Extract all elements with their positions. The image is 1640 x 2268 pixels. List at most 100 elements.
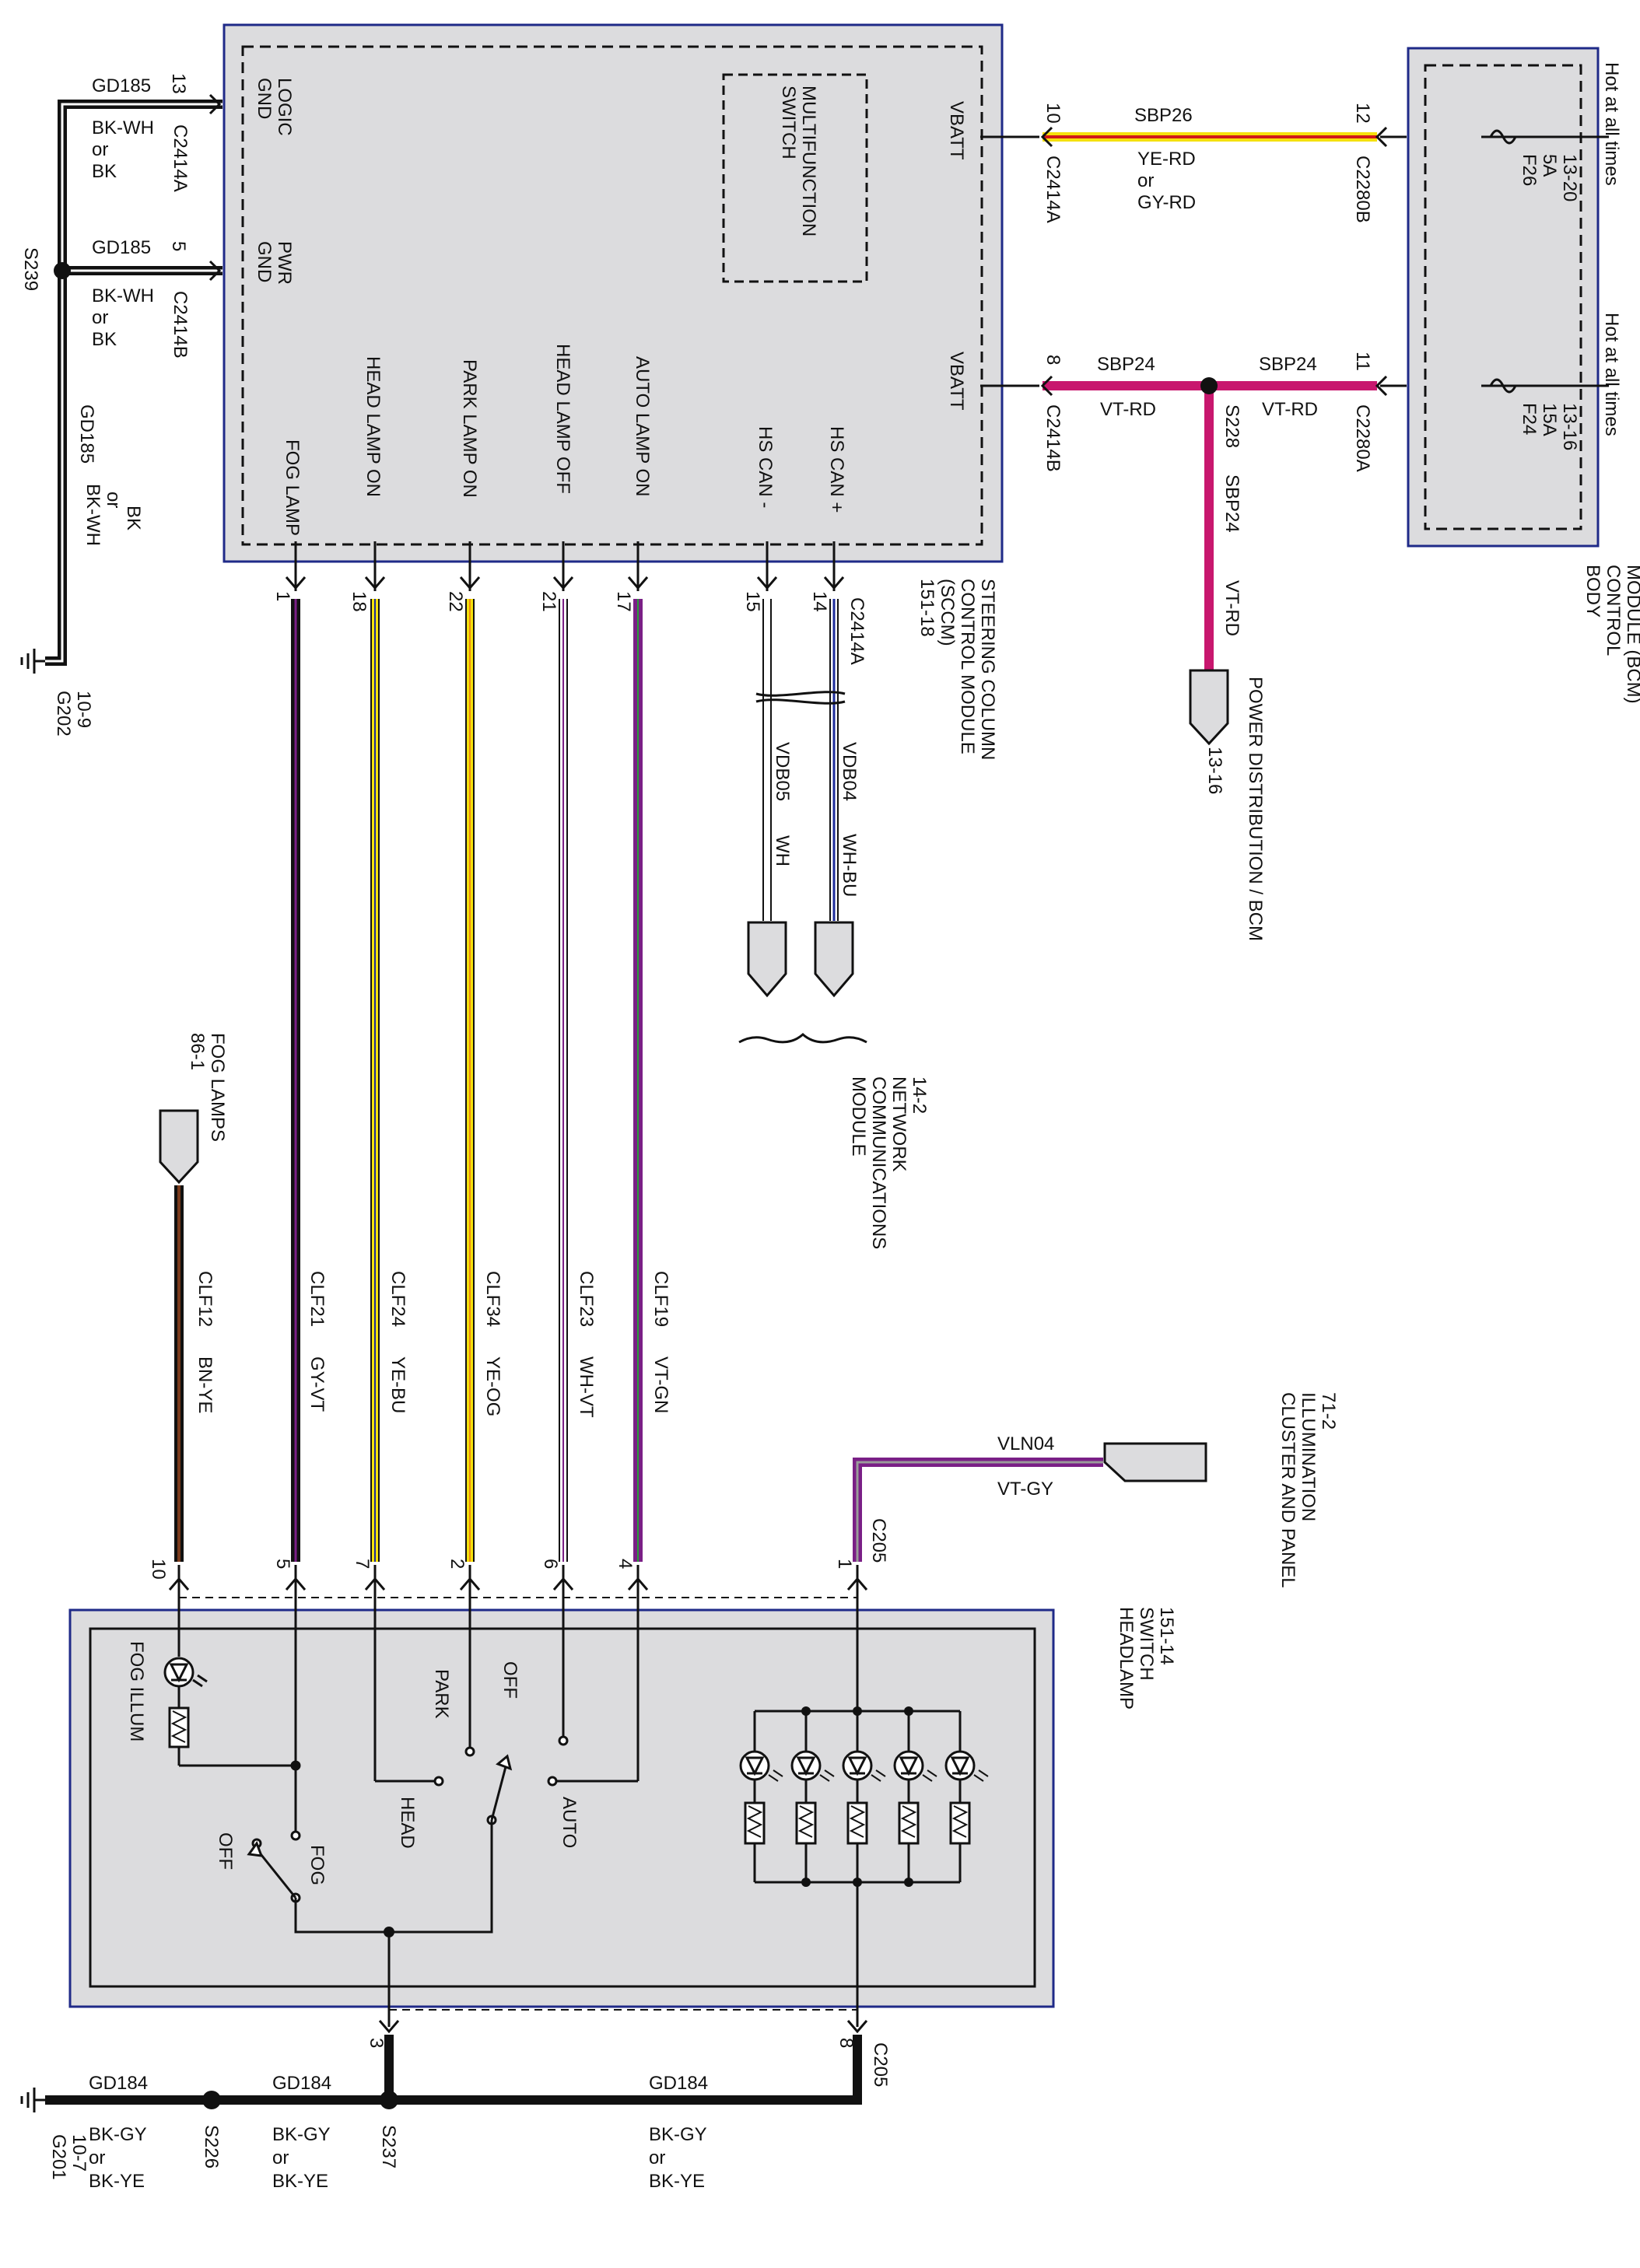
harness-label-clf12: CLF12BN-YE — [194, 1271, 216, 1413]
sccm-pin-21: 21 — [538, 591, 559, 612]
led-light-rays — [871, 1769, 886, 1782]
sccm-output-hs-can-plus: HS CAN + — [826, 426, 847, 513]
vbatt-label-2: VBATT — [946, 352, 967, 411]
hot-at-all-times-2: Hot at all times — [1601, 313, 1622, 436]
switch-head-label: HEAD — [397, 1797, 418, 1849]
switch-off-label: OFF — [499, 1661, 520, 1699]
gnd-connector-c2414b: C2414B — [170, 291, 191, 359]
led-diode-symbol — [745, 1756, 765, 1776]
fuse-f24-symbol — [1489, 378, 1517, 394]
resistor-zigzag — [951, 1805, 969, 1838]
cluster-connector — [1103, 1442, 1207, 1482]
sccm-pin-17: 17 — [613, 591, 634, 612]
resistor-zigzag — [746, 1805, 763, 1838]
led-bus-junction — [853, 1706, 862, 1716]
hs-pin-7: 7 — [352, 1559, 373, 1569]
cluster-label: CLUSTER AND PANELILLUMINATION71-2 — [1277, 1392, 1339, 1588]
network-label: MODULECOMMUNICATIONSNETWORK14-2 — [848, 1076, 930, 1249]
led-bus-junction — [904, 1878, 913, 1887]
harness-label-clf23: CLF23WH-VT — [576, 1271, 597, 1418]
sccm-pin-1: 1 — [272, 591, 293, 601]
sccm-pin-15: 15 — [742, 591, 763, 612]
circuit-sbp24-left: SBP24 — [1097, 354, 1155, 375]
cluster-color-vt-gy: VT-GY — [997, 1479, 1053, 1500]
switch-park-label: PARK — [431, 1669, 452, 1719]
splice-s237-label: S237 — [378, 2125, 399, 2168]
hs-pin-4: 4 — [615, 1559, 636, 1569]
twisted-pair-symbol — [755, 691, 846, 705]
fuse-f24-label: F2415A13-16 — [1519, 403, 1580, 450]
pin-8: 8 — [1043, 355, 1064, 365]
harness-label-clf34: CLF34YE-OG — [482, 1271, 503, 1416]
ground-symbol-g201 — [20, 2088, 45, 2112]
headlamp-switch-name: HEADLAMPSWITCH151-14 — [1116, 1607, 1177, 1710]
splice-s226 — [202, 2091, 221, 2109]
fog-lamps-label: FOG LAMPS86-1 — [187, 1033, 228, 1142]
sccm-output-head-lamp-off: HEAD LAMP OFF — [552, 344, 573, 494]
splice-s228 — [1200, 377, 1218, 394]
hs-pin-8: 8 — [836, 2038, 857, 2048]
hs-pin-10: 10 — [148, 1559, 169, 1580]
logic-gnd-label: LOGICGND — [254, 78, 295, 136]
fog-switch-off-label: OFF — [215, 1832, 236, 1870]
sccm-output-pins: 1 18 22 21 17 15 14 C2414A — [272, 541, 867, 665]
led-bus-junction — [904, 1706, 913, 1716]
sccm-output-head-lamp-on: HEAD LAMP ON — [363, 356, 384, 497]
branch-color-vt-rd: VT-RD — [1221, 580, 1242, 636]
harness-label-clf19: CLF19VT-GN — [650, 1271, 671, 1413]
bcm-module: F265A13-20 F2415A13-16 Hot at all times … — [1407, 47, 1640, 704]
fuse-f26-symbol — [1489, 129, 1517, 145]
resistor-zigzag — [797, 1805, 815, 1838]
gnd-connector-c2414a: C2414A — [170, 124, 191, 192]
branch-circuit-sbp24: SBP24 — [1221, 474, 1242, 533]
connector-c2414b-power: C2414B — [1043, 404, 1064, 472]
harness-wires: VDB05WH VDB04WH-BU MODULECOMMUNICATIONSN… — [159, 599, 1339, 1588]
led-bus-junction — [853, 1878, 862, 1887]
led-light-rays — [819, 1769, 835, 1782]
sccm-pin-22: 22 — [445, 591, 466, 612]
led-diode-symbol — [950, 1756, 970, 1776]
network-brace — [738, 1032, 867, 1044]
pin-11: 11 — [1352, 352, 1373, 371]
hs-pin-2: 2 — [447, 1559, 468, 1569]
headlamp-switch-module: 10 5 7 2 6 4 1 C205 HEADLAMPSWITCH151-14… — [68, 1518, 1177, 2087]
fog-switch-fog-label: FOG — [307, 1845, 328, 1885]
can-vdb04-label: VDB04WH-BU — [839, 742, 860, 897]
hs-pin-6: 6 — [540, 1559, 561, 1569]
gnd-circuit-1: GD185 — [92, 75, 151, 96]
gd184-seg3-circuit: GD184 — [649, 2073, 708, 2094]
led-diode-symbol — [796, 1756, 816, 1776]
gd184-seg2-circuit: GD184 — [272, 2073, 331, 2094]
hs-pin-3: 3 — [366, 2038, 387, 2048]
sccm-pin-18: 18 — [349, 591, 370, 612]
ground-symbol-g202 — [20, 649, 45, 674]
circuit-sbp26: SBP26 — [1134, 105, 1193, 126]
fog-illum-label: FOG ILLUM — [126, 1641, 147, 1741]
can-connector-vdb04 — [814, 921, 854, 998]
fog-illum-led — [163, 1657, 208, 1688]
resistor-zigzag — [900, 1805, 917, 1838]
splice-s228-label: S228 — [1221, 404, 1242, 448]
vbatt-label-1: VBATT — [946, 101, 967, 160]
fog-lamps-connector — [159, 1109, 199, 1185]
splice-s239 — [54, 262, 71, 279]
bcm-module-name: BODYCONTROLMODULE (BCM)11-4 — [1582, 565, 1640, 704]
splice-s237 — [380, 2091, 398, 2109]
hot-at-all-times-1: Hot at all times — [1601, 62, 1622, 186]
gnd-pin-5: 5 — [168, 241, 189, 251]
hs-connector-c205-top: C205 — [868, 1518, 889, 1563]
led-light-rays — [922, 1769, 937, 1782]
color-vt-rd-right: VT-RD — [1262, 399, 1318, 420]
led-light-rays — [973, 1769, 989, 1782]
ground-g201-label: G20110-7 — [48, 2134, 89, 2180]
pin-12: 12 — [1352, 103, 1373, 124]
pwr-gnd-label: PWRGND — [254, 241, 295, 285]
